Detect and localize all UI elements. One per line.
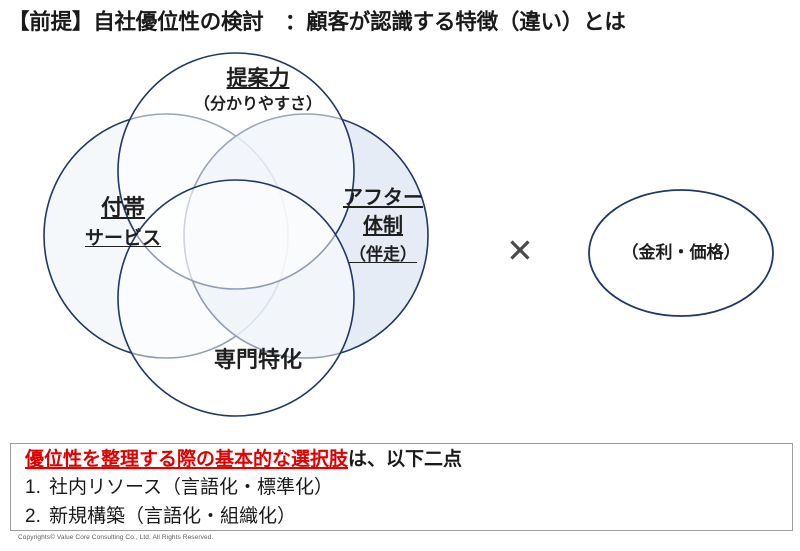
list-item-number: 1. xyxy=(25,477,41,498)
note-box: 優位性を整理する際の基本的な選択肢は、以下二点 1. 社内リソース（言語化・標準化… xyxy=(10,443,793,531)
venn-label-after-support-main-line2: 体制 xyxy=(363,215,403,238)
list-item-number: 2. xyxy=(25,505,41,527)
note-list: 1. 社内リソース（言語化・標準化） 2. 新規構築（言語化・組織化） xyxy=(25,474,333,531)
list-item: 1. 社内リソース（言語化・標準化） xyxy=(25,474,333,503)
list-item: 2. 新規構築（言語化・組織化） xyxy=(25,503,333,532)
note-headline: 優位性を整理する際の基本的な選択肢は、以下二点 xyxy=(25,447,462,473)
venn-label-ancillary-service-sub: サービス xyxy=(84,228,161,250)
price-ellipse-svg xyxy=(588,189,774,317)
venn-circles-svg xyxy=(43,52,429,417)
venn-circle-specialization[interactable] xyxy=(117,179,355,417)
venn-label-proposal-power-main: 提案力 xyxy=(226,67,290,90)
list-item-text: 社内リソース（言語化・標準化） xyxy=(49,477,334,498)
venn-label-proposal-power: 提案力 （分かりやすさ） xyxy=(148,66,368,115)
list-item-text: 新規構築（言語化・組織化） xyxy=(49,505,297,527)
venn-label-specialization: 専門特化 xyxy=(148,346,368,374)
venn-label-proposal-power-sub: （分かりやすさ） xyxy=(193,95,322,113)
price-ellipse[interactable]: （金利・価格） xyxy=(586,186,776,320)
venn-label-ancillary-service-main: 付帯 xyxy=(100,195,145,220)
copyright-notice: Copyrights© Value Core Consulting Co., L… xyxy=(18,534,214,541)
multiply-icon: ✕ xyxy=(506,232,534,269)
price-ellipse-label: （金利・価格） xyxy=(621,243,741,262)
page-title: 【前提】自社優位性の検討 ：顧客が認識する特徴（違い）とは xyxy=(8,10,626,34)
venn-label-ancillary-service: 付帯 サービス xyxy=(48,194,198,251)
venn-label-after-support-sub: （伴走） xyxy=(349,244,417,264)
venn-diagram: 提案力 （分かりやすさ） 付帯 サービス アフター 体制 （伴走） 専門特化 xyxy=(38,46,438,426)
venn-label-specialization-main: 専門特化 xyxy=(213,347,302,372)
venn-label-after-support: アフター 体制 （伴走） xyxy=(328,184,438,266)
note-headline-tail: は、以下二点 xyxy=(348,449,463,470)
note-headline-highlight: 優位性を整理する際の基本的な選択肢 xyxy=(25,449,349,470)
venn-label-after-support-main-line1: アフター xyxy=(343,187,423,209)
